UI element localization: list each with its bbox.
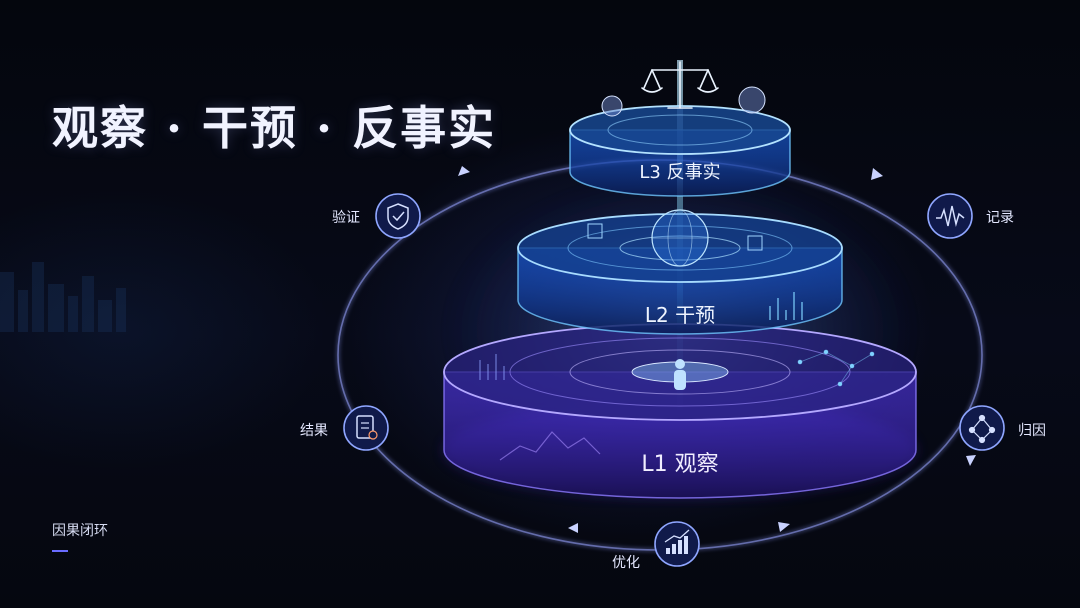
tier-label-l2: L2 干预 <box>645 303 715 327</box>
footer-underline <box>52 550 68 552</box>
node-record <box>927 193 973 239</box>
footer-caption: 因果闭环 <box>52 523 108 539</box>
cube-icon <box>747 235 763 251</box>
tier-l1-disk <box>443 323 917 499</box>
scales-icon <box>641 61 719 109</box>
city-skyline-left <box>0 262 126 332</box>
label-attribute: 归因 <box>1018 423 1046 439</box>
node-verify <box>375 193 421 239</box>
globe-icon <box>651 209 709 267</box>
tier-label-l3: L3 反事实 <box>639 162 720 183</box>
waveform-icon <box>936 205 965 227</box>
node-optimize <box>654 521 700 567</box>
tier-l3-disk <box>569 61 791 197</box>
label-optimize: 优化 <box>612 555 640 571</box>
label-verify: 验证 <box>332 210 360 226</box>
sphere-left <box>601 95 623 117</box>
cube-icon <box>587 223 603 239</box>
tier-l2-disk <box>517 209 843 335</box>
shield-icon <box>387 203 409 230</box>
document-icon <box>356 415 374 439</box>
orbit-arrows <box>458 166 976 533</box>
node-result <box>343 405 389 451</box>
label-record: 记录 <box>986 210 1014 226</box>
sphere-right <box>738 86 766 114</box>
node-attribute <box>959 405 1005 451</box>
growth-chart-icon <box>666 536 688 554</box>
person-icon <box>674 359 686 390</box>
tier-label-l1: L1 观察 <box>641 452 718 477</box>
page-title: 观察 · 干预 · 反事实 <box>52 101 497 155</box>
network-icon <box>968 414 996 444</box>
label-result: 结果 <box>300 423 328 439</box>
